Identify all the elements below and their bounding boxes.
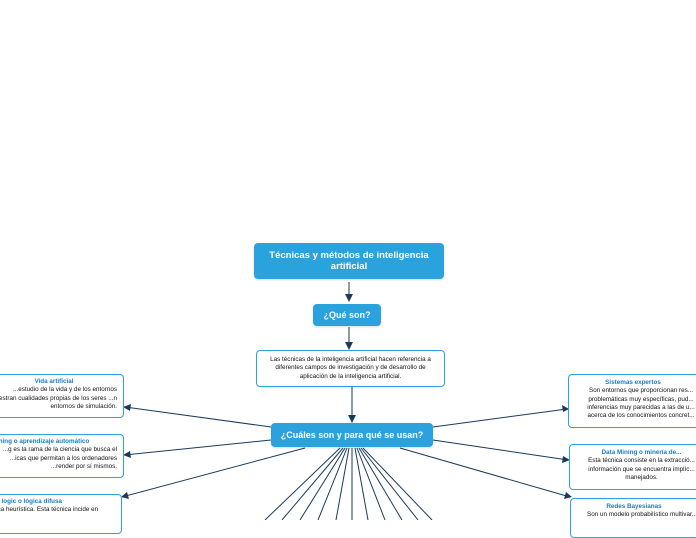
- branch-data-mining-title: Data Mining o minería de...: [601, 449, 682, 456]
- what-are-they-node[interactable]: ¿Qué son?: [313, 304, 381, 326]
- branch-artificial-life-title: Vida artificial: [34, 378, 74, 385]
- branch-fuzzy-logic-text: ...ica heurística. Esta técnica incide e…: [0, 506, 99, 514]
- branch-data-mining-text: Esta técnica consiste en la extracció...…: [588, 457, 695, 481]
- branch-expert-systems-title: Sistemas expertos: [605, 379, 661, 386]
- uses-label: ¿Cuáles son y para qué se usan?: [280, 430, 424, 440]
- branch-bayesian-networks[interactable]: Redes Bayesianas Son un modelo probabilí…: [570, 498, 696, 538]
- branch-machine-learning[interactable]: ...rning o aprendizaje automático ...g e…: [0, 434, 124, 478]
- root-topic-label: Técnicas y métodos de inteligencia artif…: [269, 250, 429, 272]
- branch-data-mining[interactable]: Data Mining o minería de... Esta técnica…: [569, 444, 696, 490]
- what-are-they-label: ¿Qué son?: [323, 310, 371, 320]
- branch-machine-learning-title: ...rning o aprendizaje automático: [0, 438, 90, 445]
- connector-lines: [121, 282, 572, 520]
- root-topic-node[interactable]: Técnicas y métodos de inteligencia artif…: [254, 243, 444, 279]
- branch-machine-learning-text: ...g es la rama de la ciencia que busca …: [2, 446, 117, 470]
- branch-artificial-life-text: ...estudio de la vida y de los entornos …: [0, 386, 117, 410]
- definition-text: Las técnicas de la inteligencia artifici…: [270, 356, 431, 380]
- branch-fuzzy-logic[interactable]: ...y logic o lógica difusa ...ica heurís…: [0, 494, 122, 534]
- branch-expert-systems[interactable]: Sistemas expertos Son entornos que propo…: [568, 374, 696, 428]
- uses-node[interactable]: ¿Cuáles son y para qué se usan?: [271, 423, 433, 447]
- branch-expert-systems-text: Son entornos que proporcionan res... pro…: [587, 387, 695, 420]
- branch-bayesian-networks-text: Son un modelo probabilístico multivar...: [587, 511, 696, 519]
- definition-node[interactable]: Las técnicas de la inteligencia artifici…: [256, 350, 445, 387]
- branch-artificial-life[interactable]: Vida artificial ...estudio de la vida y …: [0, 374, 124, 418]
- branch-fuzzy-logic-title: ...y logic o lógica difusa: [0, 498, 63, 505]
- branch-bayesian-networks-title: Redes Bayesianas: [606, 503, 662, 510]
